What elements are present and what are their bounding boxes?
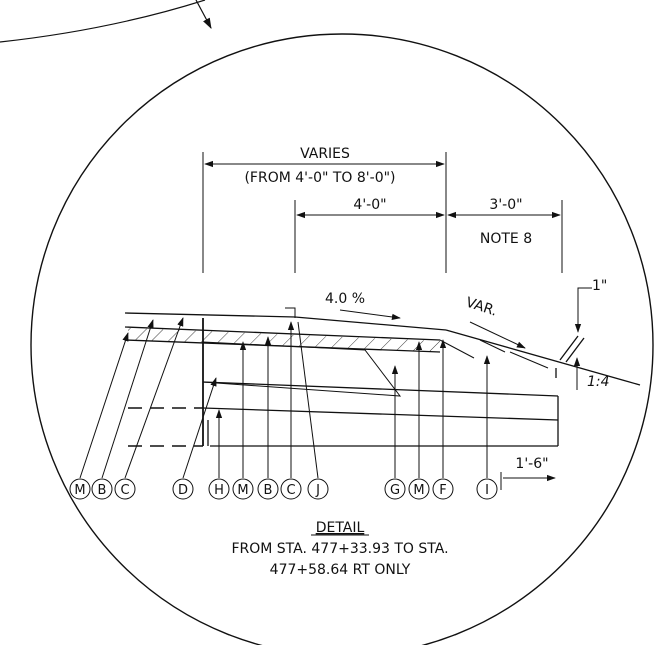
callout-c-2: C [280, 478, 302, 500]
svg-text:D: D [178, 483, 188, 498]
detail-title: DETAIL [316, 520, 365, 536]
dimension-4ft: 4'-0" [294, 197, 445, 273]
svg-text:C: C [120, 483, 129, 498]
callout-leaders [79, 317, 491, 479]
detail-caption-line2: 477+58.64 RT ONLY [270, 562, 411, 578]
svg-text:B: B [98, 483, 107, 498]
callout-m-1: M [69, 478, 91, 500]
svg-text:H: H [214, 483, 224, 498]
dimension-3ft: 3'-0" NOTE 8 [447, 197, 563, 273]
svg-text:G: G [390, 483, 400, 498]
one-ft-six-label: 1'-6" [515, 456, 548, 472]
callout-i: I [476, 478, 498, 500]
callout-m-2: M [232, 478, 254, 500]
callout-j: J [307, 478, 329, 500]
callout-c-1: C [114, 478, 136, 500]
svg-text:M: M [237, 483, 248, 498]
var-label: VAR. [464, 295, 499, 320]
width-3ft-label: 3'-0" [489, 197, 522, 213]
svg-text:M: M [413, 483, 424, 498]
one-inch-leader [574, 287, 592, 333]
svg-text:C: C [286, 483, 295, 498]
detail-circle [30, 33, 654, 645]
note-label: NOTE 8 [480, 231, 532, 247]
callout-f: F [432, 478, 454, 500]
cross-slope-label: 4.0 % [325, 291, 365, 307]
svg-text:J: J [315, 483, 320, 498]
var-arrow [469, 321, 526, 349]
varies-label: VARIES [300, 146, 350, 162]
cross-slope-arrow [339, 309, 401, 321]
callout-h: H [208, 478, 230, 500]
reference-leader [195, 0, 212, 29]
svg-text:F: F [439, 483, 446, 498]
side-slope-label: 1:4 [587, 374, 610, 390]
callout-d: D [172, 478, 194, 500]
dimension-varies: VARIES (FROM 4'-0" TO 8'-0") [202, 146, 447, 273]
dimension-1ft6: 1'-6" [500, 456, 556, 490]
callout-b-1: B [91, 478, 113, 500]
callout-g: G [384, 478, 406, 500]
pavement-section [124, 307, 641, 447]
svg-text:M: M [74, 483, 85, 498]
width-4ft-label: 4'-0" [353, 197, 386, 213]
one-inch-label: 1" [592, 278, 607, 294]
callout-bubbles: M B C D H M B C J G M F I [69, 478, 498, 500]
svg-text:I: I [485, 483, 489, 498]
reference-circle-arc [0, 0, 206, 43]
detail-caption-line1: FROM STA. 477+33.93 TO STA. [231, 541, 448, 557]
varies-range-label: (FROM 4'-0" TO 8'-0") [244, 170, 395, 186]
svg-text:B: B [264, 483, 273, 498]
callout-m-3: M [408, 478, 430, 500]
callout-b-2: B [257, 478, 279, 500]
